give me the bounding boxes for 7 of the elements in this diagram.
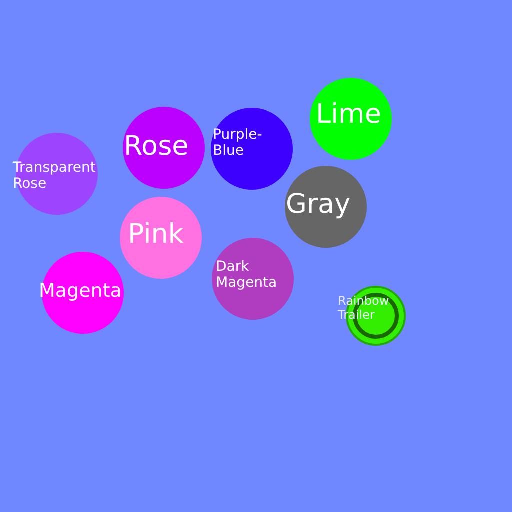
circle-label: Rose — [124, 131, 190, 162]
circle-label: Pink — [128, 219, 185, 250]
circle-label: Purple-Blue — [213, 127, 264, 160]
circle-label: Gray — [286, 189, 352, 220]
circle-label: Lime — [316, 99, 382, 130]
circle-label: Dark Magenta — [216, 259, 278, 292]
circle-label: Transparent Rose — [13, 160, 97, 192]
